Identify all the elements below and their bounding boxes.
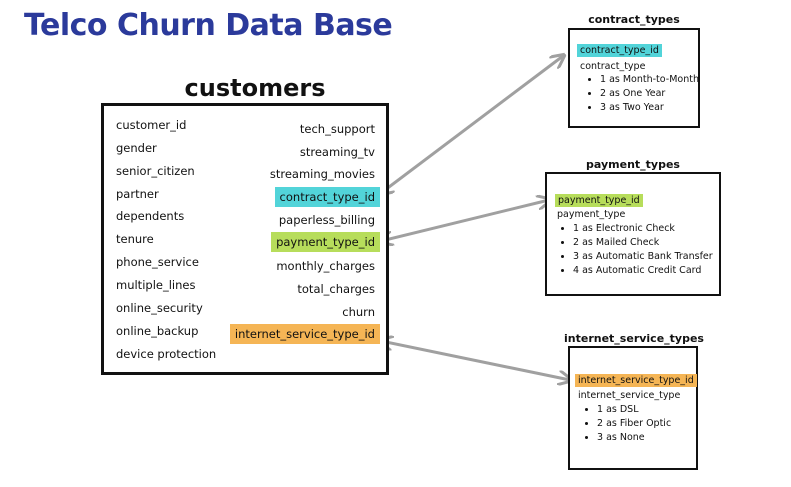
list-item: 3 as Two Year <box>600 101 699 115</box>
field-tech-support: tech_support <box>299 122 375 136</box>
field-partner: partner <box>116 187 159 201</box>
internet-service-types-table: internet_service_type_id internet_servic… <box>568 346 698 470</box>
field-churn: churn <box>342 305 375 319</box>
payment-type-field: payment_type <box>557 209 626 220</box>
payment-types-table-title: payment_types <box>586 158 680 171</box>
internet-service-types-list: 1 as DSL 2 as Fiber Optic 3 as None <box>567 403 671 445</box>
field-online-security: online_security <box>116 301 203 315</box>
list-item: 3 as None <box>597 431 671 445</box>
contract-type-id-key: contract_type_id <box>577 44 662 57</box>
list-item: 1 as DSL <box>597 403 671 417</box>
contract-type-field: contract_type <box>580 61 646 72</box>
arrow-internet-service-type <box>381 341 570 380</box>
list-item: 2 as Mailed Check <box>573 236 713 250</box>
field-gender: gender <box>116 141 157 155</box>
field-device-protection: device protection <box>116 347 217 361</box>
field-total-charges: total_charges <box>297 282 375 296</box>
list-item: 2 as One Year <box>600 87 699 101</box>
customers-table-title: customers <box>184 74 326 102</box>
field-customer-id: customer_id <box>116 118 187 132</box>
list-item: 2 as Fiber Optic <box>597 417 671 431</box>
contract-types-table-title: contract_types <box>588 13 680 26</box>
arrow-contract-type <box>381 56 563 193</box>
field-online-backup: online_backup <box>116 324 199 338</box>
field-internet-service-type-id: internet_service_type_id <box>229 324 380 344</box>
list-item: 1 as Month-to-Month <box>600 73 699 87</box>
field-payment-type-id: payment_type_id <box>271 232 380 252</box>
arrow-payment-type <box>381 200 549 241</box>
payment-type-id-key: payment_type_id <box>555 194 643 207</box>
field-paperless-billing: paperless_billing <box>278 213 375 227</box>
list-item: 4 as Automatic Credit Card <box>573 264 713 278</box>
field-dependents: dependents <box>116 209 185 223</box>
list-item: 3 as Automatic Bank Transfer <box>573 250 713 264</box>
field-senior-citizen: senior_citizen <box>116 164 195 178</box>
payment-types-list: 1 as Electronic Check 2 as Mailed Check … <box>543 222 713 278</box>
field-tenure: tenure <box>116 232 154 246</box>
contract-types-list: 1 as Month-to-Month 2 as One Year 3 as T… <box>570 73 699 115</box>
field-streaming-tv: streaming_tv <box>299 145 375 159</box>
field-streaming-movies: streaming_movies <box>269 167 375 181</box>
field-contract-type-id: contract_type_id <box>274 187 380 207</box>
field-phone-service: phone_service <box>116 255 199 269</box>
field-multiple-lines: multiple_lines <box>116 278 196 292</box>
internet-service-type-id-key: internet_service_type_id <box>575 374 697 387</box>
internet-service-types-table-title: internet_service_types <box>564 332 704 345</box>
list-item: 1 as Electronic Check <box>573 222 713 236</box>
contract-types-table: contract_type_id contract_type 1 as Mont… <box>568 28 700 128</box>
page-title: Telco Churn Data Base <box>24 8 393 43</box>
internet-service-type-field: internet_service_type <box>578 390 681 401</box>
field-monthly-charges: monthly_charges <box>276 259 375 273</box>
payment-types-table: payment_type_id payment_type 1 as Electr… <box>545 172 721 296</box>
